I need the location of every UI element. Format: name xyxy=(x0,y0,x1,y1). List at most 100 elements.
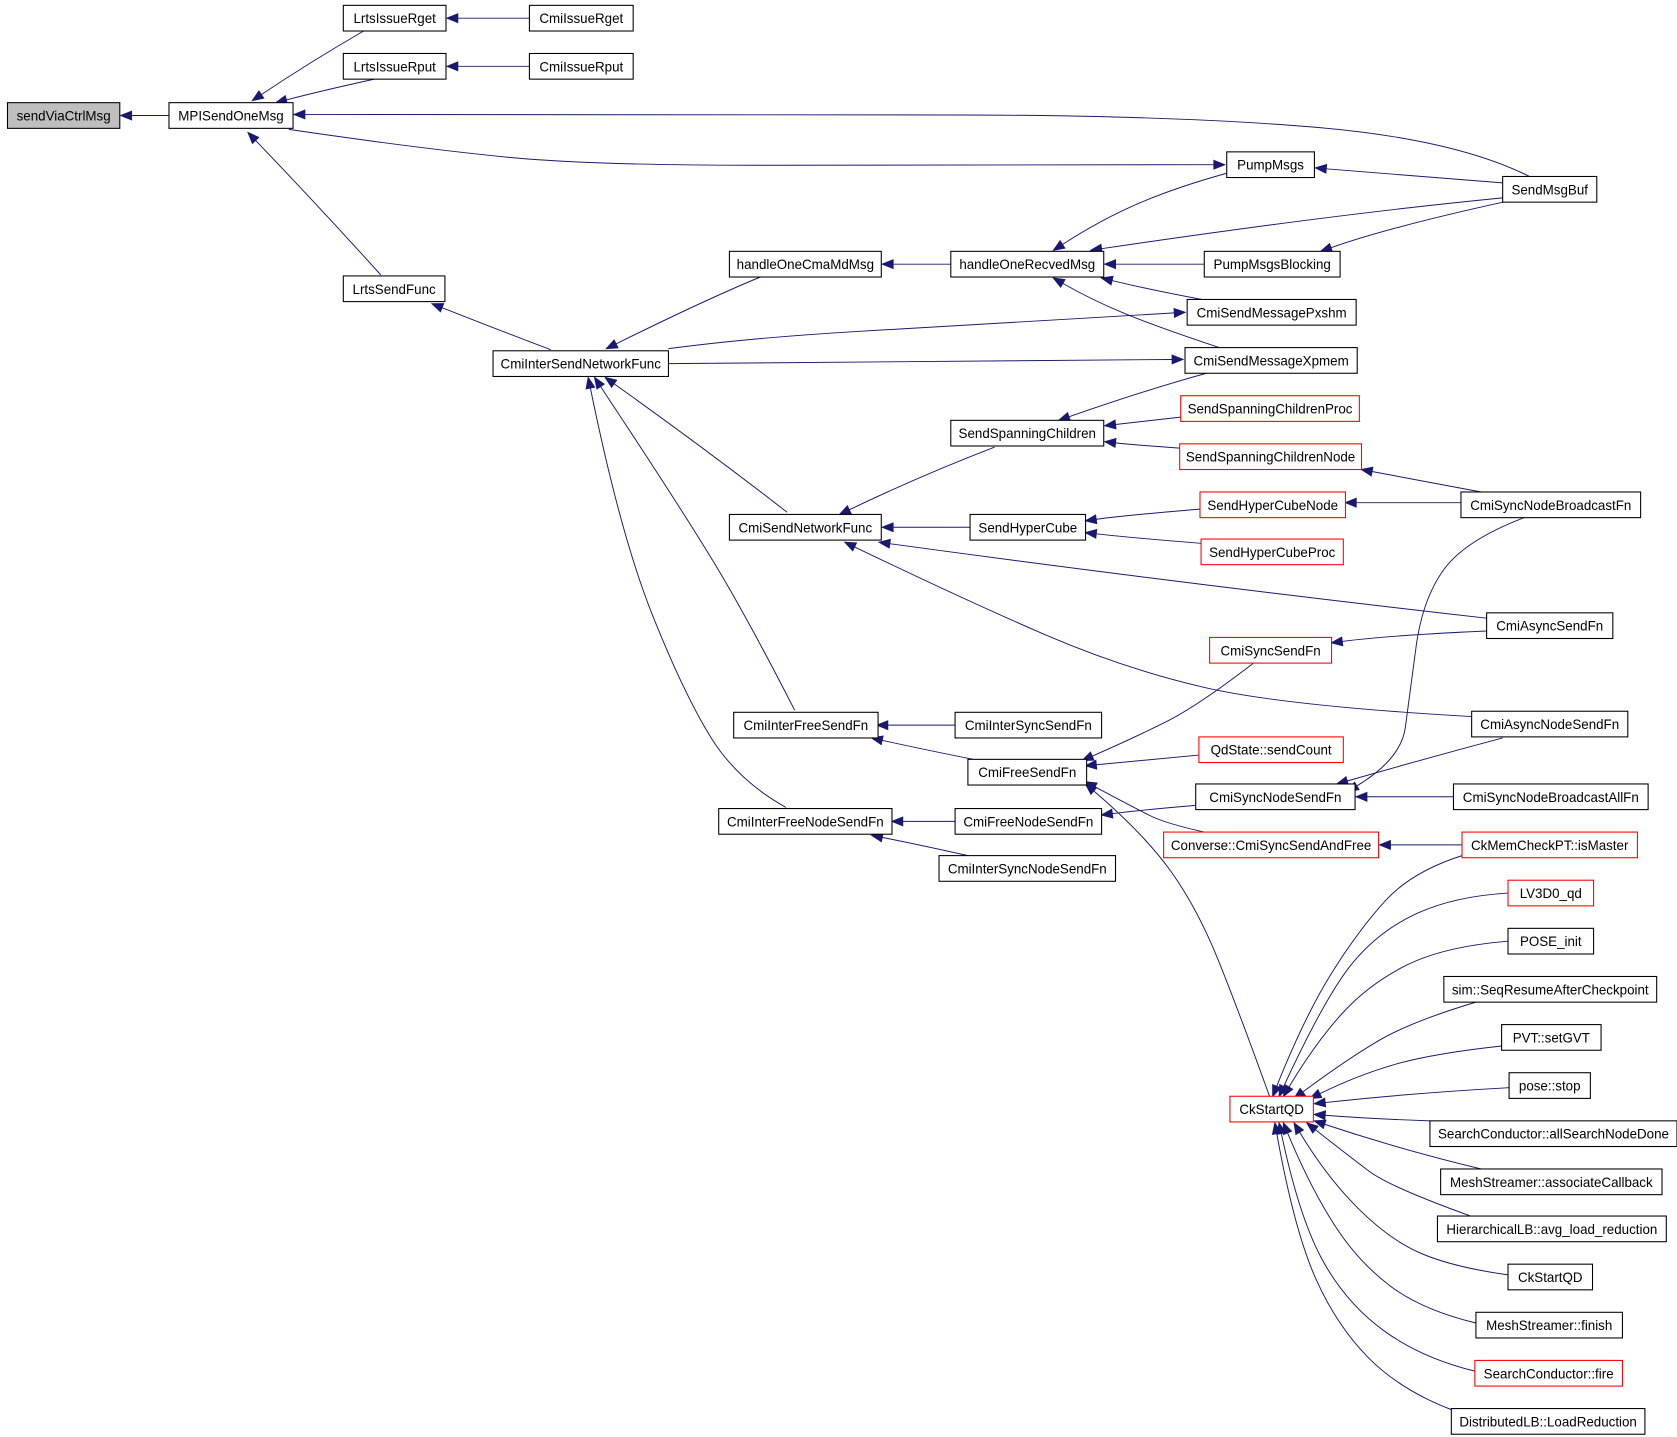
node-label: CmiIssueRput xyxy=(539,59,623,74)
graph-node-cmi-free-send-fn[interactable]: CmiFreeSendFn xyxy=(967,758,1088,786)
edge-line xyxy=(255,140,382,276)
call-edge xyxy=(1313,1119,1482,1170)
graph-node-handle-one-recved-msg[interactable]: handleOneRecvedMsg xyxy=(950,250,1105,278)
graph-node-cmi-issue-rput[interactable]: CmiIssueRput xyxy=(528,52,634,80)
node-label: CmiInterSyncSendFn xyxy=(965,718,1092,733)
graph-node-converse-cmi-sync-send-and-free[interactable]: Converse::CmiSyncSendAndFree xyxy=(1163,831,1380,859)
node-box xyxy=(1200,538,1344,566)
graph-node-cmi-inter-free-send-fn[interactable]: CmiInterFreeSendFn xyxy=(733,711,879,739)
edge-line xyxy=(1094,786,1205,833)
call-edge xyxy=(593,376,796,711)
graph-node-mesh-streamer-associate-callback[interactable]: MeshStreamer::associateCallback xyxy=(1440,1168,1663,1196)
node-label: SearchConductor::fire xyxy=(1484,1366,1614,1381)
node-box xyxy=(967,758,1088,786)
graph-node-ck-start-q-d-black[interactable]: CkStartQD xyxy=(1507,1263,1594,1291)
graph-node-cmi-sync-node-send-fn[interactable]: CmiSyncNodeSendFn xyxy=(1195,783,1356,811)
graph-node-posestop[interactable]: pose::stop xyxy=(1508,1072,1591,1099)
graph-node-mesh-streamer-finish[interactable]: MeshStreamer::finish xyxy=(1475,1311,1623,1339)
node-box xyxy=(1460,491,1642,519)
arrowhead-icon xyxy=(1319,242,1334,253)
node-box xyxy=(1180,395,1360,422)
node-box xyxy=(728,513,882,541)
edge-line xyxy=(1287,1132,1477,1324)
graph-node-distributed-l-b-load-reduction[interactable]: DistributedLB::LoadReduction xyxy=(1450,1408,1646,1435)
graph-node-search-conductor-fire[interactable]: SearchConductor::fire xyxy=(1474,1359,1623,1387)
graph-node-cmi-async-send-fn[interactable]: CmiAsyncSendFn xyxy=(1486,612,1614,640)
arrowhead-icon xyxy=(1313,1097,1327,1108)
graph-node-l-v3-d0-qd[interactable]: LV3D0_qd xyxy=(1507,879,1595,907)
arrowhead-icon xyxy=(1084,759,1098,770)
graph-node-cmi-inter-free-node-send-fn[interactable]: CmiInterFreeNodeSendFn xyxy=(718,808,893,835)
edge-line xyxy=(1325,1087,1510,1104)
graph-node-hierarchical-l-b-avg-load-reduction[interactable]: HierarchicalLB::avg_load_reduction xyxy=(1436,1215,1667,1243)
arrowhead-icon xyxy=(1052,239,1066,252)
edge-line xyxy=(1302,1001,1477,1093)
arrowhead-icon xyxy=(1360,466,1374,477)
call-edge xyxy=(1084,781,1205,833)
graph-node-m-p-i-send-one-msg[interactable]: MPISendOneMsg xyxy=(168,102,294,129)
call-edge xyxy=(1272,855,1463,1098)
graph-node-p-o-s-e-init[interactable]: POSE_init xyxy=(1507,927,1595,955)
graph-node-cmi-sync-send-fn[interactable]: CmiSyncSendFn xyxy=(1209,636,1333,664)
graph-node-pump-msgs-blocking[interactable]: PumpMsgsBlocking xyxy=(1203,250,1341,278)
graph-node-sim-seq-resume-after-checkpoint[interactable]: sim::SeqResumeAfterCheckpoint xyxy=(1443,975,1658,1003)
graph-node-lrts-issue-rput[interactable]: LrtsIssueRput xyxy=(342,52,447,80)
graph-node-cmi-sync-node-broadcast-fn[interactable]: CmiSyncNodeBroadcastFn xyxy=(1460,491,1642,519)
edge-line xyxy=(1068,372,1207,418)
graph-node-cmi-send-network-func[interactable]: CmiSendNetworkFunc xyxy=(728,513,882,541)
node-label: CmiSendNetworkFunc xyxy=(739,520,873,535)
graph-node-cmi-sync-node-broadcast-all-fn[interactable]: CmiSyncNodeBroadcastAllFn xyxy=(1452,783,1649,811)
graph-node-send-spanning-children[interactable]: SendSpanningChildren xyxy=(950,419,1105,447)
call-edge xyxy=(1052,277,1220,349)
call-edge xyxy=(1346,517,1525,793)
graph-node-ck-start-q-d-red[interactable]: CkStartQD xyxy=(1229,1095,1314,1123)
node-label: DistributedLB::LoadReduction xyxy=(1459,1414,1637,1429)
graph-node-send-hyper-cube-proc[interactable]: SendHyperCubeProc xyxy=(1200,538,1344,566)
call-edge xyxy=(870,735,974,760)
graph-node-cmi-inter-send-network-func[interactable]: CmiInterSendNetworkFunc xyxy=(492,350,669,378)
graph-node-cmi-issue-rget[interactable]: CmiIssueRget xyxy=(528,4,634,32)
graph-node-pump-msgs[interactable]: PumpMsgs xyxy=(1226,151,1315,179)
node-label: SendHyperCubeNode xyxy=(1207,498,1338,513)
graph-node-cmi-send-message-xpmem[interactable]: CmiSendMessageXpmem xyxy=(1184,347,1358,374)
node-box xyxy=(1471,710,1629,738)
graph-node-cmi-inter-sync-send-fn[interactable]: CmiInterSyncSendFn xyxy=(954,711,1103,739)
graph-node-handle-one-cma-md-msg[interactable]: handleOneCmaMdMsg xyxy=(728,250,882,278)
graph-node-ck-mem-check-p-tis-master[interactable]: CkMemCheckPT::isMaster xyxy=(1461,831,1638,859)
graph-node-lrts-send-func[interactable]: LrtsSendFunc xyxy=(342,275,446,303)
graph-node-send-spanning-children-proc[interactable]: SendSpanningChildrenProc xyxy=(1180,395,1360,422)
node-box xyxy=(950,419,1105,447)
graph-node-send-hyper-cube-node[interactable]: SendHyperCubeNode xyxy=(1199,491,1346,519)
graph-node-qd-state-send-count[interactable]: QdState::sendCount xyxy=(1198,736,1344,764)
node-label: SendSpanningChildren xyxy=(959,426,1096,441)
node-box xyxy=(168,102,294,129)
arrowhead-icon xyxy=(1313,1119,1327,1130)
arrowhead-icon xyxy=(838,505,852,516)
graph-node-cmi-async-node-send-fn[interactable]: CmiAsyncNodeSendFn xyxy=(1471,710,1629,738)
call-edge xyxy=(1100,275,1203,300)
call-edge xyxy=(1084,754,1199,770)
call-edge xyxy=(292,109,1530,177)
graph-node-cmi-inter-sync-node-send-fn[interactable]: CmiInterSyncNodeSendFn xyxy=(938,855,1117,882)
node-label: PumpMsgs xyxy=(1237,158,1304,173)
graph-node-cmi-send-message-pxshm[interactable]: CmiSendMessagePxshm xyxy=(1186,298,1357,326)
edge-line xyxy=(849,446,995,511)
edge-line xyxy=(615,276,761,345)
graph-node-send-hyper-cube[interactable]: SendHyperCube xyxy=(969,513,1087,541)
graph-node-send-msg-buf[interactable]: SendMsgBuf xyxy=(1502,175,1598,203)
node-label: CmiInterSyncNodeSendFn xyxy=(948,861,1107,876)
edge-line xyxy=(1062,282,1220,349)
call-edge xyxy=(1378,839,1463,850)
graph-node-cmi-free-node-send-fn[interactable]: CmiFreeNodeSendFn xyxy=(954,808,1103,835)
edge-line xyxy=(1276,1133,1452,1411)
call-edge xyxy=(445,61,530,72)
call-edge xyxy=(1103,259,1205,270)
graph-node-search-conductor-all-search-node-done[interactable]: SearchConductor::allSearchNodeDone xyxy=(1429,1120,1677,1148)
graph-node-p-v-tset-g-v-t[interactable]: PVT::setGVT xyxy=(1501,1024,1602,1051)
node-box xyxy=(728,250,882,278)
graph-node-send-spanning-children-node[interactable]: SendSpanningChildrenNode xyxy=(1179,443,1363,471)
arrowhead-icon xyxy=(1354,791,1368,802)
call-edge xyxy=(1052,172,1227,252)
call-edge xyxy=(1330,630,1487,647)
graph-node-lrts-issue-rget[interactable]: LrtsIssueRget xyxy=(342,4,447,32)
